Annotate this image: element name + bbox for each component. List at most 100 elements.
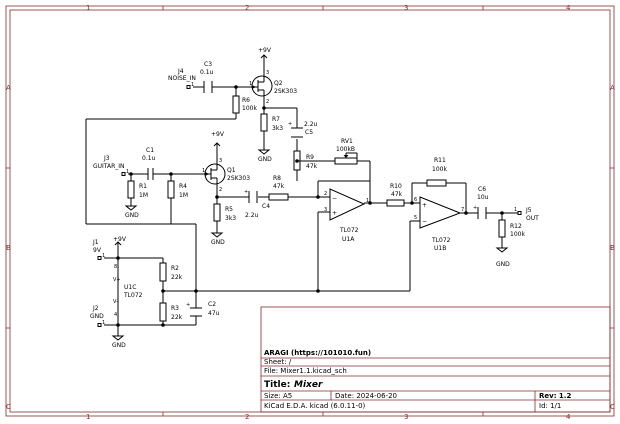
r12-ref: R12 [510,223,522,230]
resistor-r11[interactable]: R11 100k [426,157,447,187]
connector-j2[interactable]: J2 GND 1 [90,305,105,327]
q1-value: 2SK303 [227,175,250,182]
q1-pin-d: 3 [219,158,222,164]
c5-value: 2.2u [304,121,318,128]
border-col-1-bottom: 1 [86,413,90,421]
capacitor-c3[interactable]: C3 0.1u [200,61,214,93]
j4-ref: J4 [177,68,184,75]
ground-r5: GND [210,232,225,246]
r9-ref: R9 [306,154,314,161]
gnd-r1-label: GND [125,212,139,219]
wires [85,55,518,336]
j5-pin: 1 [514,207,517,213]
capacitor-c1[interactable]: C1 0.1u [142,147,156,180]
jfet-q2[interactable]: Q2 2SK303 1 3 2 [249,70,297,105]
j5-ref: J5 [525,207,532,214]
power-9v-top: +9V [258,47,272,59]
r4-ref: R4 [179,183,187,190]
u1a-minus: − [332,195,337,202]
j4-pin: 1 [191,82,194,88]
capacitor-c6[interactable]: + C6 10u [473,186,489,219]
q2-pin-g: 1 [249,81,252,87]
u1b-pin-noninv: 5 [414,215,417,221]
j2-pin: 1 [102,320,105,326]
opamp-u1b[interactable]: + − 6 5 7 TL072 U1B [414,196,464,252]
vcc-j1-label: +9V [113,236,127,243]
border-col-4-top: 4 [566,4,571,12]
connector-j3[interactable]: J3 GUITAR_IN 1 [93,155,129,176]
resistor-r2[interactable]: R2 22k [159,262,183,282]
border-col-3-bottom: 3 [404,413,408,421]
title-block-company: ARAGI (https://101010.fun) [264,349,371,357]
resistor-r9[interactable]: R9 47k [293,150,318,171]
resistor-r1[interactable]: R1 1M [127,180,148,199]
border-row-a-left: A [6,84,11,92]
q1-pin-g: 1 [202,168,205,174]
connector-j1[interactable]: J1 9V 1 [92,239,105,260]
resistor-r5[interactable]: R5 3k3 [213,203,236,222]
u1b-pin-inv: 6 [414,197,417,203]
j1-value: 9V [93,247,102,254]
resistor-r3[interactable]: R3 22k [159,302,183,322]
border-col-1-top: 1 [86,4,90,12]
u1a-ref: U1A [342,236,355,243]
resistor-r6[interactable]: R6 100k [232,95,257,114]
c2-plus: + [186,302,190,308]
r4-value: 1M [179,192,188,199]
resistor-r8[interactable]: R8 47k [268,175,289,201]
u1c-pin-vp: 8 [114,264,117,270]
r10-ref: R10 [390,183,402,190]
capacitor-c4[interactable]: + C4 2.2u [244,189,270,219]
r7-value: 3k3 [272,125,283,132]
jfet-q1[interactable]: Q1 2SK303 1 3 2 [202,158,250,193]
vcc-top-label: +9V [258,47,272,54]
title-block-tool: KiCad E.D.A. kicad (6.0.11-0) [264,402,366,410]
capacitor-c5[interactable]: + C5 2.2u [288,121,318,138]
sheet-border: 1 2 3 4 1 2 3 4 A B C A B C [5,4,615,421]
resistor-r12[interactable]: R12 100k [498,219,525,238]
resistor-r10[interactable]: R10 47k [386,183,405,207]
r12-value: 100k [510,231,525,238]
ground-bottom: GND [111,335,126,349]
ground-r1: GND [124,205,139,219]
r8-value: 47k [273,183,285,190]
u1a-pin-noninv: 3 [324,207,327,213]
c5-plus: + [288,121,292,127]
u1a-pin-inv: 2 [324,191,327,197]
c1-value: 0.1u [142,155,156,162]
border-row-b-right: B [610,244,615,252]
ground-r7: GND [257,149,272,163]
opamp-u1c-power[interactable]: 8 4 V+ V- U1C TL072 [113,264,143,318]
r11-value: 100k [432,166,447,173]
u1c-ref: U1C [124,284,136,291]
connector-j5[interactable]: J5 OUT 1 [514,207,539,222]
title-block: ARAGI (https://101010.fun) Sheet: / File… [260,306,611,413]
r11-ref: R11 [434,157,446,164]
junctions [116,85,504,327]
potentiometer-rv1[interactable]: RV1 100kB [334,138,358,165]
r10-value: 47k [391,191,403,198]
opamp-u1a[interactable]: − + 2 3 1 TL072 U1A [324,188,369,243]
r6-value: 100k [242,105,257,112]
u1a-pin-out: 1 [366,198,369,204]
resistor-r7[interactable]: R7 3k3 [260,113,283,132]
capacitor-c2[interactable]: + C2 47u [186,301,220,317]
gnd-r5-label: GND [211,239,225,246]
u1b-minus: − [422,218,427,225]
rv1-ref: RV1 [341,138,353,145]
title-block-title: Mixer [294,380,323,390]
border-row-b-left: B [6,244,11,252]
c4-ref: C4 [262,203,270,210]
vcc-q1-label: +9V [211,131,225,138]
r5-ref: R5 [225,206,233,213]
border-col-2-bottom: 2 [245,413,249,421]
q2-ref: Q2 [274,80,283,87]
c6-ref: C6 [478,186,486,193]
resistor-r4[interactable]: R4 1M [167,180,188,199]
power-9v-j1: +9V [113,236,127,246]
r3-ref: R3 [171,305,179,312]
c3-ref: C3 [204,61,212,68]
border-col-3-top: 3 [404,4,408,12]
connector-j4[interactable]: J4 NOISE_IN 1 [168,68,196,89]
